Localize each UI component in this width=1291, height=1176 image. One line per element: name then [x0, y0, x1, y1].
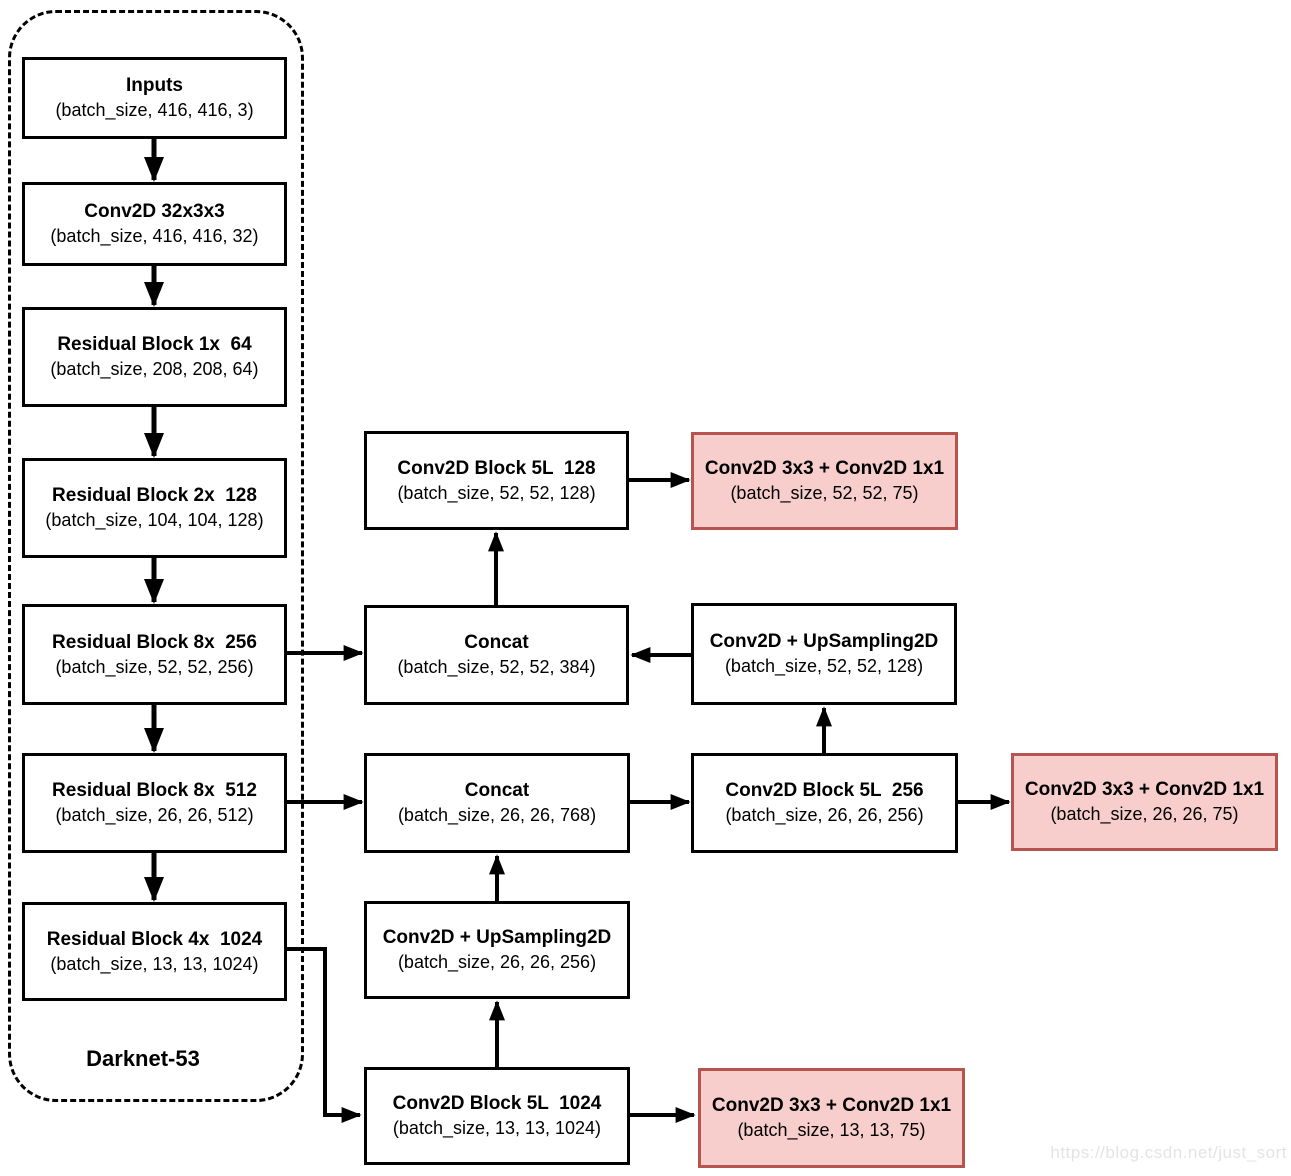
node-shape: (batch_size, 26, 26, 256)	[397, 952, 597, 972]
node-concat-26: Concat (batch_size, 26, 26, 768)	[364, 753, 630, 853]
node-title: Residual Block 8x 512	[52, 780, 257, 801]
node-title: Conv2D 3x3 + Conv2D 1x1	[711, 1095, 952, 1116]
node-conv2d-32x3x3: Conv2D 32x3x3 (batch_size, 416, 416, 32)	[22, 182, 287, 266]
node-title: Conv2D 3x3 + Conv2D 1x1	[1024, 779, 1265, 800]
node-shape: (batch_size, 416, 416, 32)	[50, 226, 259, 246]
node-shape: (batch_size, 52, 52, 75)	[730, 483, 919, 503]
node-title: Residual Block 2x 128	[52, 485, 257, 506]
node-title: Inputs	[126, 75, 183, 96]
node-title: Concat	[464, 780, 530, 801]
node-conv2d-upsampling2d-26: Conv2D + UpSampling2D (batch_size, 26, 2…	[364, 901, 630, 999]
node-shape: (batch_size, 13, 13, 1024)	[392, 1118, 602, 1138]
node-residual-block-8x-256: Residual Block 8x 256 (batch_size, 52, 5…	[22, 604, 287, 705]
node-shape: (batch_size, 52, 52, 256)	[55, 656, 254, 677]
node-title: Conv2D 3x3 + Conv2D 1x1	[704, 458, 945, 479]
node-residual-block-8x-512: Residual Block 8x 512 (batch_size, 26, 2…	[22, 753, 287, 853]
darknet53-dashed-container	[8, 10, 304, 1102]
node-title: Conv2D Block 5L 128	[397, 457, 596, 479]
node-inputs: Inputs (batch_size, 416, 416, 3)	[22, 57, 287, 139]
node-conv2d-block-5l-256: Conv2D Block 5L 256 (batch_size, 26, 26,…	[691, 753, 958, 853]
node-title: Residual Block 8x 256	[52, 631, 257, 653]
node-shape: (batch_size, 13, 13, 1024)	[50, 953, 259, 974]
node-conv2d-block-5l-1024: Conv2D Block 5L 1024 (batch_size, 13, 13…	[364, 1067, 630, 1165]
node-title: Residual Block 4x 1024	[46, 928, 263, 950]
node-shape: (batch_size, 104, 104, 128)	[45, 510, 264, 530]
watermark-text: https://blog.csdn.net/just_sort	[1050, 1143, 1287, 1162]
node-shape: (batch_size, 52, 52, 128)	[397, 482, 596, 503]
darknet53-label: Darknet-53	[86, 1046, 200, 1071]
node-shape: (batch_size, 13, 13, 75)	[737, 1120, 926, 1140]
node-conv2d-block-5l-128: Conv2D Block 5L 128 (batch_size, 52, 52,…	[364, 431, 629, 530]
node-shape: (batch_size, 26, 26, 75)	[1050, 804, 1239, 824]
node-shape: (batch_size, 52, 52, 128)	[724, 656, 924, 676]
node-shape: (batch_size, 416, 416, 3)	[55, 100, 254, 120]
node-conv2d-upsampling2d-52: Conv2D + UpSampling2D (batch_size, 52, 5…	[691, 603, 957, 705]
node-detect-head-13: Conv2D 3x3 + Conv2D 1x1 (batch_size, 13,…	[698, 1068, 965, 1168]
node-title: Conv2D + UpSampling2D	[709, 631, 939, 652]
node-residual-block-2x-128: Residual Block 2x 128 (batch_size, 104, …	[22, 458, 287, 558]
node-title: Concat	[464, 632, 529, 653]
node-shape: (batch_size, 26, 26, 768)	[397, 805, 597, 825]
node-title: Conv2D Block 5L 256	[725, 780, 924, 801]
node-shape: (batch_size, 26, 26, 256)	[725, 805, 924, 825]
node-title: Conv2D Block 5L 1024	[392, 1093, 602, 1114]
node-shape: (batch_size, 52, 52, 384)	[397, 657, 596, 677]
node-title: Conv2D + UpSampling2D	[382, 927, 612, 948]
node-shape: (batch_size, 208, 208, 64)	[50, 359, 259, 379]
node-residual-block-4x-1024: Residual Block 4x 1024 (batch_size, 13, …	[22, 902, 287, 1001]
node-detect-head-52: Conv2D 3x3 + Conv2D 1x1 (batch_size, 52,…	[691, 432, 958, 530]
node-detect-head-26: Conv2D 3x3 + Conv2D 1x1 (batch_size, 26,…	[1011, 753, 1278, 851]
node-shape: (batch_size, 26, 26, 512)	[55, 805, 254, 825]
node-residual-block-1x-64: Residual Block 1x 64 (batch_size, 208, 2…	[22, 307, 287, 407]
node-concat-52: Concat (batch_size, 52, 52, 384)	[364, 605, 629, 705]
node-title: Conv2D 32x3x3	[84, 201, 225, 222]
node-title: Residual Block 1x 64	[57, 334, 252, 355]
